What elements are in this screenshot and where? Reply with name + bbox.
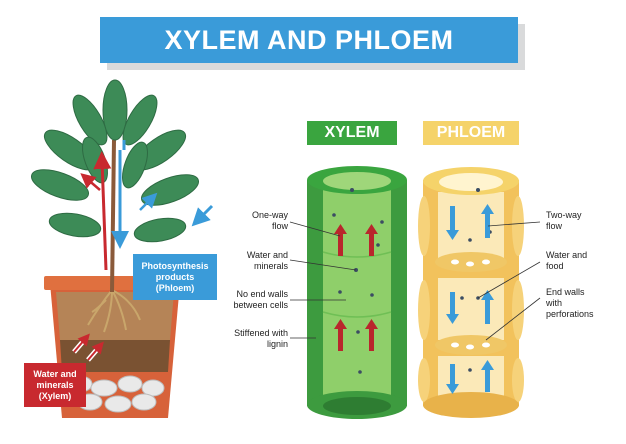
water-uptake-arrow [87, 341, 104, 361]
label-line: No end walls [236, 289, 288, 299]
phloem-label-two-way-flow: Two-way flow [546, 210, 616, 232]
label-line: (Xylem) [38, 390, 72, 401]
label-line: between cells [233, 300, 288, 310]
mineral-particles [332, 188, 384, 374]
plant-stem [110, 139, 116, 293]
label-line: lignin [266, 339, 288, 349]
label-line: (Phloem) [155, 282, 195, 293]
label-line: Water and [546, 250, 588, 260]
phloem-flow-arrow [139, 192, 158, 211]
xylem-label-one-way-flow: One-way flow [222, 210, 288, 232]
xylem-label-lignin: Stiffened with lignin [212, 328, 288, 350]
soil-top [56, 292, 174, 340]
xylem-flow-arrow [93, 151, 112, 271]
label-line: Photosynthesis [141, 260, 209, 271]
phloem-label-end-walls: End walls with perforations [546, 287, 620, 320]
label-line: flow [271, 221, 288, 231]
label-line: with [546, 298, 563, 308]
label-line: One-way [251, 210, 288, 220]
xylem-label-no-end-walls: No end walls between cells [212, 289, 288, 311]
phloem-label-water-food: Water and food [546, 250, 616, 272]
xylem-vessel [307, 166, 407, 419]
water-uptake-arrow [73, 333, 90, 353]
xylem-header: XYLEM [307, 121, 397, 145]
xylem-flow-arrow [80, 173, 101, 191]
label-line: products [155, 271, 195, 282]
page-title: XYLEM AND PHLOEM [164, 24, 454, 55]
phloem-flow-arrow [191, 204, 214, 227]
photosynthesis-products-label: Photosynthesis products (Phloem) [133, 254, 217, 300]
xylem-label-water-minerals: Water and minerals [222, 250, 288, 272]
sieve-plates [435, 252, 507, 355]
label-line: food [546, 261, 564, 271]
label-line: Water and [246, 250, 288, 260]
water-minerals-label: Water and minerals (Xylem) [24, 363, 86, 407]
roots [87, 289, 141, 333]
phloem-two-way-arrows [446, 204, 494, 394]
xylem-upward-arrows [334, 224, 378, 351]
label-line: Two-way [546, 210, 582, 220]
label-line: End walls [546, 287, 585, 297]
label-line: minerals [36, 379, 74, 390]
label-line: perforations [546, 309, 594, 319]
label-line: Stiffened with [234, 328, 288, 338]
label-line: Water and [33, 368, 77, 379]
phloem-sieve-tube [418, 167, 524, 418]
title-banner: XYLEM AND PHLOEM [100, 17, 518, 63]
phloem-header: PHLOEM [423, 121, 519, 145]
label-line: minerals [253, 261, 288, 271]
leaves [31, 79, 199, 243]
soil-bottom [60, 340, 170, 372]
label-line: flow [546, 221, 563, 231]
label-leader-lines [289, 221, 541, 341]
